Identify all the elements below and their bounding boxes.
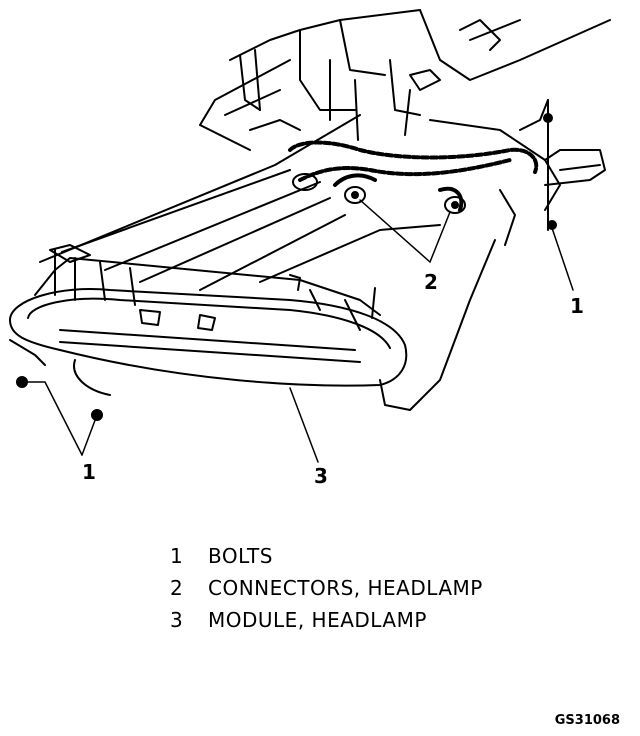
headlamp-harness: [288, 140, 539, 212]
legend-number: 1: [170, 544, 184, 568]
legend-label: CONNECTORS, HEADLAMP: [208, 576, 483, 600]
callout-module: 3: [314, 464, 328, 488]
figure-id: GS31068: [554, 713, 620, 728]
legend-label: BOLTS: [208, 544, 273, 568]
radiator-support: [39, 9, 611, 411]
legend-item: 2 CONNECTORS, HEADLAMP: [170, 576, 570, 608]
headlamp-module-illustration: [9, 9, 611, 463]
legend-item: 3 MODULE, HEADLAMP: [170, 608, 570, 640]
callout-connectors: 2: [424, 270, 438, 294]
legend-label: MODULE, HEADLAMP: [208, 608, 427, 632]
legend-number: 2: [170, 576, 184, 600]
legend: 1 BOLTS 2 CONNECTORS, HEADLAMP 3 MODULE,…: [170, 544, 570, 640]
bolt: [16, 113, 557, 421]
callout-bolts-right: 1: [570, 294, 584, 318]
callout-bolts-left: 1: [82, 460, 96, 484]
legend-number: 3: [170, 608, 184, 632]
leader-lines: [21, 199, 574, 463]
headlamp-module: [9, 244, 408, 396]
legend-item: 1 BOLTS: [170, 544, 570, 576]
headlamp-connector: [292, 173, 466, 214]
